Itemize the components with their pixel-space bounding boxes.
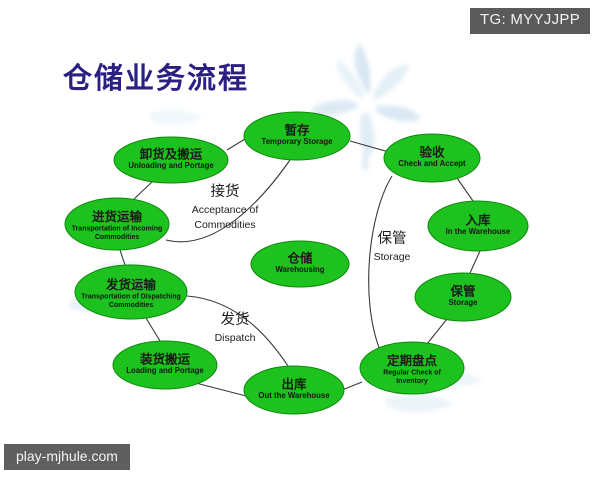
connector-check-and-accept-to-in-the-warehouse [456,177,474,202]
node-shape [414,272,512,322]
group-label-storage-group: 保管 Storage [374,230,411,263]
node-label-en: Check and Accept [398,159,466,168]
group-label-cn: 接货 [211,183,240,200]
group-label-cn: 保管 [378,230,407,247]
node-label-cn: 暂存 [284,123,310,138]
node-shape [243,111,351,161]
group-label-acceptance-of-commodities: 接货 Acceptance of Commodities [192,183,259,231]
connector-transportation-of-incoming-commodities-to-transportation-of-dispatching-commodities [119,249,126,266]
site-watermark: play-mjhule.com [4,443,130,470]
connector-transportation-of-dispatching-commodities-to-loading-and-portage [145,317,161,342]
group-label-layer: 接货 Acceptance of Commodities 保管 Storage 发货 Dis… [192,183,411,344]
node-shape [250,240,350,288]
node-label-cn: 发货运输 [105,277,157,292]
node-label-cn: 出库 [281,377,307,392]
node-shape [112,340,218,390]
node-label-en: Regular Check of [383,370,441,377]
node-label-en: Warehousing [275,265,324,274]
connector-temporary-storage-to-check-and-accept [349,140,390,153]
connector-regular-check-of-inventory-to-out-the-warehouse [341,381,363,391]
group-label-en: Commodities [194,219,255,231]
connector-layer [119,138,481,397]
connector-check-and-accept-to-regular-check-of-inventory [368,175,393,351]
node-shape [74,264,188,320]
node-label-cn: 入库 [465,213,491,228]
node-label-cn: 仓储 [286,251,313,266]
group-label-cn: 发货 [221,311,250,328]
connector-out-the-warehouse-to-loading-and-portage [191,381,247,397]
node-transportation-of-incoming-commodities[interactable]: 进货运输 Transportation of IncomingCommoditie… [64,197,170,251]
node-label-en: Commodities [95,234,139,241]
node-label-en: Transportation of Incoming [72,226,163,233]
node-shape [427,200,529,252]
leaf-ornament-top [150,109,202,125]
connector-in-the-warehouse-to-storage-node [469,250,481,274]
node-label-en: In the Warehouse [446,227,511,236]
node-label-en: Inventory [396,378,428,385]
group-label-en: Storage [374,251,411,263]
tg-badge: TG: MYYJJPP [470,8,590,34]
node-transportation-of-dispatching-commodities[interactable]: 发货运输 Transportation of DispatchingCommodi… [74,264,188,320]
node-shape [113,136,229,184]
node-shape [383,133,481,183]
group-label-en: Dispatch [215,332,256,344]
node-label-en: Unloading and Portage [128,161,214,170]
connector-storage-node-to-regular-check-of-inventory [426,318,448,345]
node-label-cn: 定期盘点 [386,353,438,368]
connector-unloading-and-portage-to-temporary-storage [226,138,246,151]
node-shape [359,341,465,395]
node-label-en: Commodities [109,302,153,309]
node-label-en: Loading and Portage [126,366,204,375]
node-label-cn: 进货运输 [92,209,143,224]
node-label-cn: 验收 [419,145,445,160]
node-label-en: Temporary Storage [262,137,334,146]
group-label-dispatch-group: 发货 Dispatch [215,311,256,344]
node-label-cn: 卸货及搬运 [140,147,203,162]
connector-transportation-of-incoming-commodities-to-temporary-storage [165,159,291,243]
node-label-cn: 装货搬运 [139,352,191,367]
group-label-en: Acceptance of [192,204,259,216]
node-label-en: Storage [448,298,478,307]
node-shape [64,197,170,251]
node-label-cn: 保管 [449,284,475,299]
node-shape [243,365,345,415]
connector-transportation-of-dispatching-commodities-to-out-the-warehouse [186,295,289,367]
connector-unloading-and-portage-to-transportation-of-incoming-commodities [132,181,153,201]
page-title: 仓储业务流程 [63,61,250,95]
node-label-en: Transportation of Dispatching [81,294,181,301]
node-label-en: Out the Warehouse [258,391,330,400]
